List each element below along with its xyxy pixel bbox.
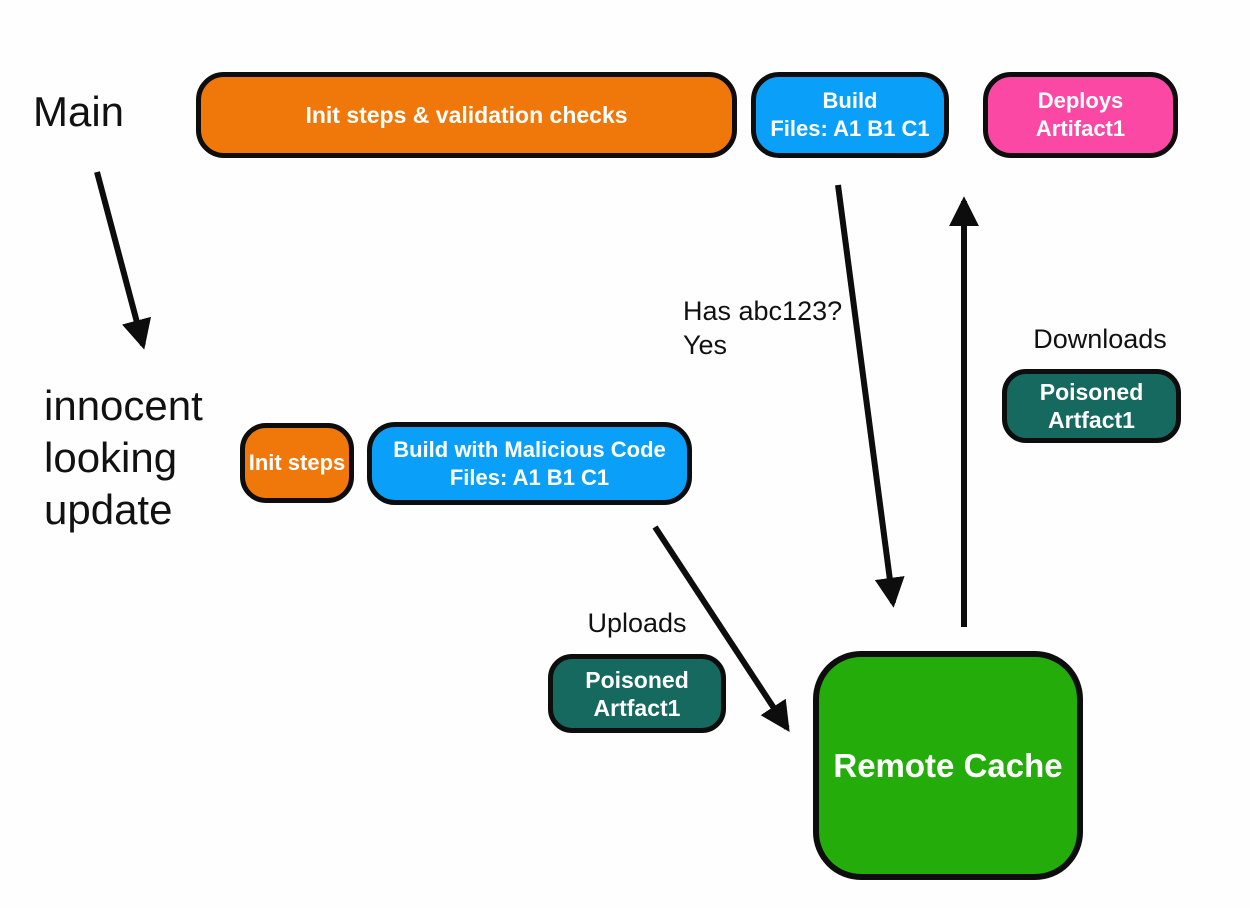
build-main-line: Files: A1 B1 C1 [770,116,930,141]
downloads-annotation: Downloads [1033,324,1167,354]
deploy-artifact-line: Artifact1 [1035,116,1126,141]
init-validation-label: Init steps & validation checks [305,101,628,128]
deploy-artifact-line: Deploys [1037,88,1124,113]
build-main-line: Build [822,88,878,113]
poisoned-artifact-line: Poisoned [585,666,689,693]
poisoned-artifact-line: Artfact1 [593,694,681,721]
init-steps-label: Init steps [248,450,346,475]
build-malicious-node: Build with Malicious Code Files: A1 B1 C… [367,422,692,505]
update-branch-line: innocent [44,382,203,429]
arrow-build-to-cache [835,184,905,608]
arrow-malicious-build-to-cache [652,525,790,733]
update-branch-line: update [44,486,173,533]
arrow-main-to-update [94,171,152,350]
build-malicious-line: Files: A1 B1 C1 [449,464,610,490]
deploy-artifact-node: Deploys Artifact1 [983,72,1178,158]
remote-cache-node: Remote Cache [813,651,1083,880]
poisoned-artifact-line: Poisoned [1039,379,1144,405]
update-branch-label: innocent looking update [44,380,264,536]
remote-cache-label: Remote Cache [833,746,1063,784]
uploads-annotation: Uploads [587,608,687,638]
init-steps-node: Init steps [240,423,354,503]
poisoned-artifact-download-node: Poisoned Artfact1 [1002,369,1181,443]
main-branch-label: Main [33,88,125,135]
build-malicious-line: Build with Malicious Code [393,436,666,462]
has-hash-annotation: Has abc123? Yes [683,294,842,362]
has-hash-line: Yes [683,330,728,360]
poisoned-artifact-upload-node: Poisoned Artfact1 [548,654,726,733]
poisoned-artifact-line: Artfact1 [1048,407,1135,433]
has-hash-line: Has abc123? [683,296,843,326]
init-validation-node: Init steps & validation checks [196,72,737,158]
build-main-node: Build Files: A1 B1 C1 [751,72,949,158]
update-branch-line: looking [44,434,178,481]
